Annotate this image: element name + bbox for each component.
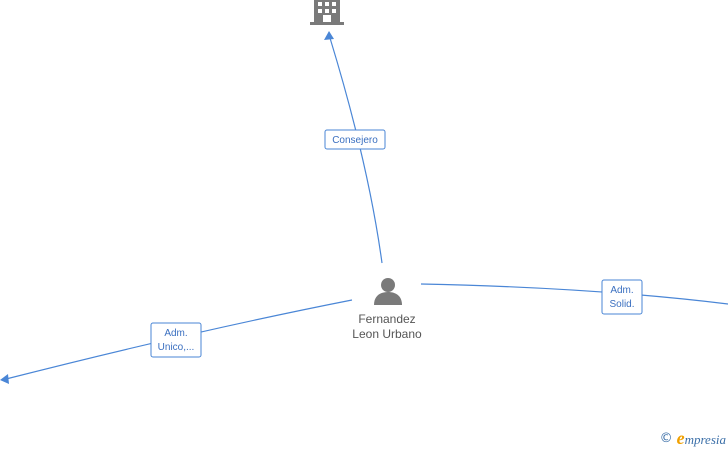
building-icon	[310, 0, 344, 25]
edge-adm-solid-line	[420, 283, 728, 305]
brand-initial: e	[676, 428, 685, 448]
person-node[interactable]: Fernandez Leon Urbano	[352, 278, 422, 341]
edge-adm-solid-label-box	[601, 279, 643, 315]
edge-adm-solid-label-line2: Solid.	[609, 299, 634, 310]
person-name-line2: Leon Urbano	[352, 327, 422, 341]
person-name-line1: Fernandez	[358, 312, 415, 326]
edge-adm-unico[interactable]: Adm. Unico,...	[0, 299, 353, 384]
brand-footer: © empresia	[660, 428, 726, 449]
edge-consejero-label-box	[324, 129, 386, 150]
person-icon	[374, 278, 402, 305]
edge-adm-unico-arrow	[0, 374, 9, 384]
brand-name: mpresia	[684, 432, 726, 447]
edge-adm-solid-label-line1: Adm.	[610, 285, 633, 296]
brand-logo[interactable]: empresia	[677, 428, 726, 449]
edge-adm-solid[interactable]: Adm. Solid.	[420, 279, 728, 315]
edge-consejero-line	[329, 37, 383, 264]
company-node-top[interactable]	[310, 0, 344, 25]
edge-consejero-arrow	[324, 31, 334, 40]
edge-adm-unico-label-box	[150, 322, 202, 358]
edge-consejero-label: Consejero	[332, 135, 378, 146]
edge-adm-unico-label-line2: Unico,...	[158, 342, 195, 353]
edge-adm-unico-label-line1: Adm.	[164, 328, 187, 339]
copyright-icon: ©	[659, 431, 673, 446]
edge-consejero[interactable]: Consejero	[324, 31, 386, 264]
